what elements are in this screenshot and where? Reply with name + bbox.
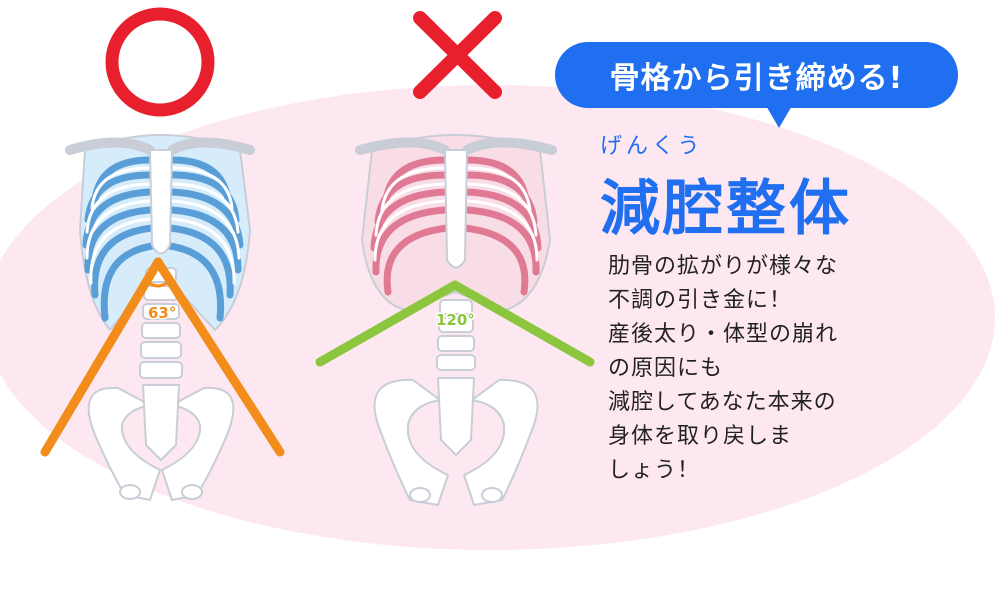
right-ribcage <box>355 134 557 312</box>
speech-bubble-label: 骨格から引き締める! <box>609 61 904 96</box>
circle-ok-icon <box>105 7 215 117</box>
body-line: しょう！ <box>608 458 701 483</box>
title-ruby: げんくう <box>600 134 704 159</box>
page-title: 減腔整体 <box>600 174 852 244</box>
cross-ng-icon <box>413 11 502 99</box>
left-skeleton: 63° <box>40 134 285 502</box>
left-pelvis <box>87 384 235 502</box>
right-pelvis <box>373 377 539 507</box>
body-line: 減腔してあなた本来の <box>608 390 837 415</box>
left-angle-label: 63° <box>148 304 176 322</box>
body-line: 身体を取り戻しま <box>608 424 793 449</box>
left-angle-lines <box>40 257 285 457</box>
body-line: 不調の引き金に！ <box>608 288 793 313</box>
right-spine <box>436 299 476 371</box>
speech-bubble: 骨格から引き締める! <box>555 42 958 108</box>
body-line: の原因にも <box>608 356 724 381</box>
right-skeleton: 120° <box>315 134 595 507</box>
right-angle-lines <box>315 280 595 367</box>
body-line: 産後太り・体型の崩れ <box>608 322 839 347</box>
right-angle-label: 120° <box>436 311 475 329</box>
body-line: 肋骨の拡がりが様々な <box>608 254 839 279</box>
body-text: 肋骨の拡がりが様々な 不調の引き金に！ 産後太り・体型の崩れ の原因にも 減腔し… <box>608 250 948 488</box>
speech-bubble-tail <box>765 104 793 128</box>
left-ribcage <box>65 134 255 332</box>
